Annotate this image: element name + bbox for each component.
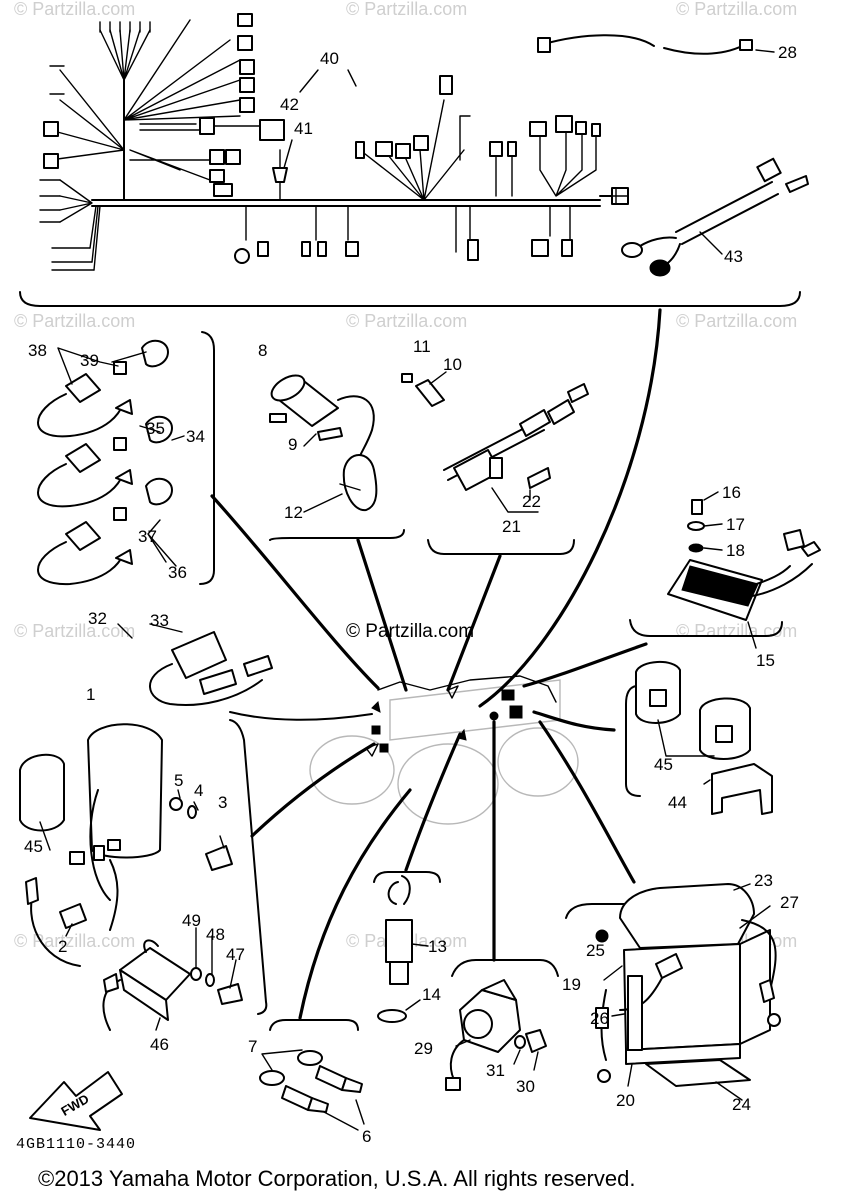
callout-labels: 40 42 41 28 43 38 39 35 34 37 36 8 11 10… [24, 43, 799, 1146]
watermark-text: © Partzilla.com [14, 311, 135, 331]
callout-7: 7 [248, 1037, 257, 1056]
callout-32: 32 [88, 609, 107, 628]
callout-13: 13 [428, 937, 447, 956]
callout-2: 2 [58, 937, 67, 956]
diagram-code: 4GB1110-3440 [16, 1136, 136, 1153]
callout-42: 42 [280, 95, 299, 114]
callout-37: 37 [138, 527, 157, 546]
watermark-text: © Partzilla.com [346, 311, 467, 331]
callout-4: 4 [194, 781, 203, 800]
callout-31: 31 [486, 1061, 505, 1080]
starter-relay-29-31 [445, 959, 559, 1091]
callout-22: 22 [522, 492, 541, 511]
battery-group [565, 883, 781, 1101]
callout-5: 5 [174, 771, 183, 790]
cdi-unit-group [19, 719, 268, 1015]
ignition-coil-group [269, 371, 447, 541]
callout-48: 48 [206, 925, 225, 944]
callout-6: 6 [362, 1127, 371, 1146]
callout-36: 36 [168, 563, 187, 582]
callout-45-left: 45 [24, 837, 43, 856]
callout-41: 41 [294, 119, 313, 138]
callout-34: 34 [186, 427, 205, 446]
copyright-notice: ©2013 Yamaha Motor Corporation, U.S.A. A… [38, 1166, 635, 1191]
callout-16: 16 [722, 483, 741, 502]
watermark-text: © Partzilla.com [346, 0, 467, 19]
callout-30: 30 [516, 1077, 535, 1096]
callout-47: 47 [226, 945, 245, 964]
switch-13-14 [373, 871, 441, 1023]
callout-40: 40 [320, 49, 339, 68]
callout-24: 24 [732, 1095, 751, 1114]
watermark-text: © Partzilla.com [14, 0, 135, 19]
callout-27: 27 [780, 893, 799, 912]
callout-8: 8 [258, 341, 267, 360]
callout-46: 46 [150, 1035, 169, 1054]
callout-28: 28 [778, 43, 797, 62]
wire-lead-28 [537, 34, 753, 55]
callout-17: 17 [726, 515, 745, 534]
callout-23: 23 [754, 871, 773, 890]
watermark-text: © Partzilla.com [676, 0, 797, 19]
callout-35: 35 [146, 419, 165, 438]
callout-11: 11 [413, 337, 431, 356]
callout-18: 18 [726, 541, 745, 560]
callout-43: 43 [724, 247, 743, 266]
callout-12: 12 [284, 503, 303, 522]
callout-20: 20 [616, 1091, 635, 1110]
spark-plug-group [259, 1019, 365, 1131]
unit-46-group [102, 927, 243, 1031]
center-watermark: © Partzilla.com [346, 621, 474, 642]
callout-1: 1 [86, 685, 95, 704]
callout-33: 33 [150, 611, 169, 630]
watermark-text: © Partzilla.com [676, 311, 797, 331]
callout-29: 29 [414, 1039, 433, 1058]
callout-38: 38 [28, 341, 47, 360]
callout-19: 19 [562, 975, 581, 994]
callout-49: 49 [182, 911, 201, 930]
callout-21: 21 [502, 517, 521, 536]
leader-lines [210, 308, 662, 1020]
sensor-group-34-39 [37, 331, 215, 586]
callout-44: 44 [668, 793, 687, 812]
callout-3: 3 [218, 793, 227, 812]
callout-26: 26 [590, 1009, 609, 1028]
relay-group-21-22 [427, 383, 589, 555]
wire-harness [39, 13, 629, 271]
covers-44-45 [625, 661, 773, 815]
wire-lead-43 [621, 157, 809, 277]
sender-32-33 [117, 623, 273, 706]
section-bracket-top [19, 291, 801, 307]
watermark-text: © Partzilla.com [14, 931, 135, 951]
callout-9: 9 [288, 435, 297, 454]
fwd-arrow: FWD [29, 1071, 123, 1131]
callout-10: 10 [443, 355, 462, 374]
vehicle-outline [309, 675, 579, 825]
callout-45-right: 45 [654, 755, 673, 774]
watermark-text: © Partzilla.com [14, 621, 135, 641]
relay-group-15-18 [629, 491, 821, 649]
callout-14: 14 [422, 985, 441, 1004]
callout-25: 25 [586, 941, 605, 960]
callout-39: 39 [80, 351, 99, 370]
callout-15: 15 [756, 651, 775, 670]
